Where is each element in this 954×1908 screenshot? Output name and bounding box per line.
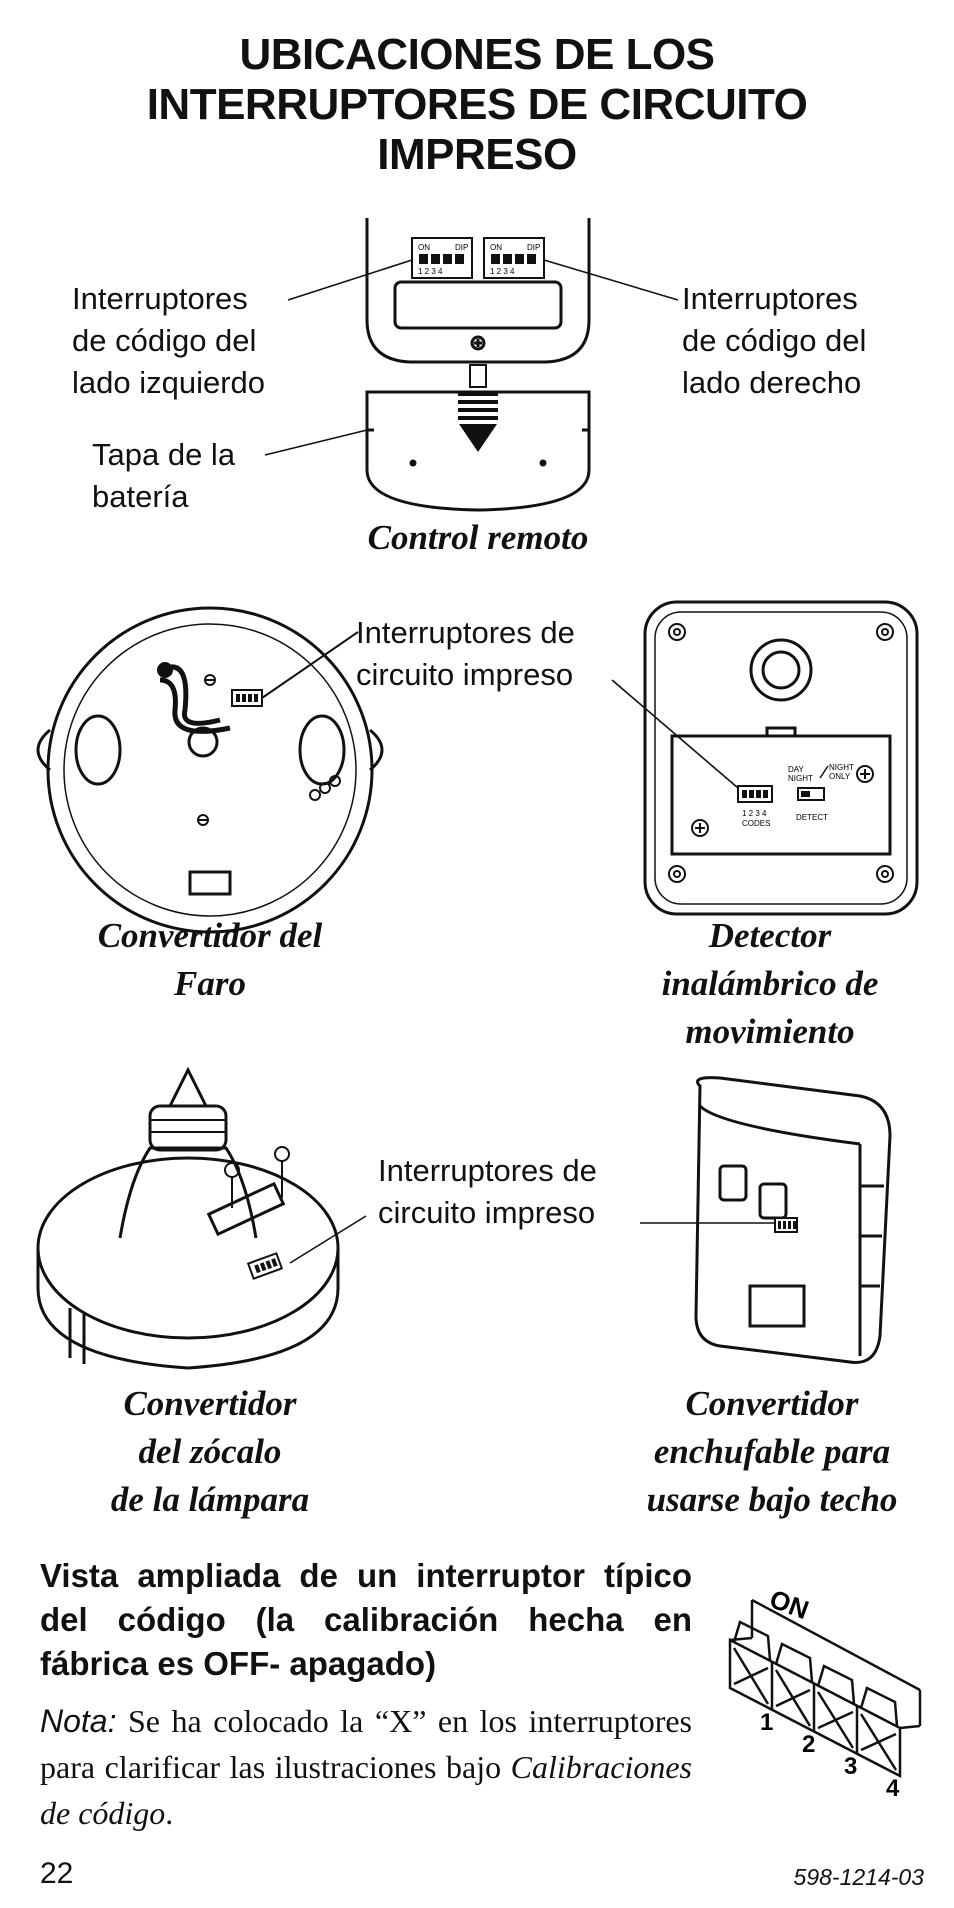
closeup-heading: Vista ampliada de un interruptor típico …: [40, 1557, 692, 1682]
switch-number-3: 3: [844, 1753, 857, 1780]
remote-right-dip-switch: ON DIP 1 2 3 4: [483, 237, 545, 279]
remote-left-dip-switch: ON DIP 1 2 3 4: [411, 237, 473, 279]
svg-text:DIP: DIP: [527, 243, 540, 252]
slide-down-arrow-icon: [458, 364, 498, 452]
document-number: 598-1214-03: [793, 1864, 924, 1890]
faro-switches-callout: Interruptores de circuito impreso: [356, 615, 575, 692]
faro-dip-switch: [231, 689, 263, 707]
lamp-socket-converter-illustration: [36, 1066, 367, 1370]
switch-number-1: 1: [760, 1709, 773, 1736]
note-lead: Nota:: [40, 1703, 117, 1739]
svg-text:ON: ON: [490, 243, 502, 252]
faro-converter-caption: Convertidor del Faro: [97, 916, 323, 1003]
remote-control-caption: Control remoto: [367, 518, 589, 557]
detect-slide-switch: DETECT: [796, 787, 828, 822]
lamp-dip-switch: [246, 1252, 284, 1280]
note-text: Se ha colocado la “X” en los interruptor…: [40, 1703, 692, 1785]
closeup-on-label: ON: [766, 1584, 813, 1626]
closeup-dip-switch-diagram: ON 1 2 3 4: [728, 1584, 922, 1802]
svg-text:CODES: CODES: [742, 819, 770, 828]
left-code-switches-label: Interruptores de código del lado izquier…: [72, 281, 266, 400]
svg-text:1 2 3 4: 1 2 3 4: [418, 267, 443, 276]
note-italic-reference: Calibraciones de código: [40, 1749, 692, 1831]
svg-text:ON: ON: [418, 243, 430, 252]
svg-text:1 2 3 4: 1 2 3 4: [490, 267, 515, 276]
svg-text:DETECT: DETECT: [796, 813, 828, 822]
detector-dip-switch: 1 2 3 4 CODES: [737, 785, 773, 828]
note-end: .: [165, 1795, 174, 1831]
switch-number-4: 4: [886, 1775, 900, 1802]
svg-text:DIP: DIP: [455, 243, 468, 252]
plugin-dip-switch: [774, 1217, 798, 1233]
faro-converter-illustration: [36, 606, 384, 934]
right-code-switches-label: Interruptores de código del lado derecho: [682, 281, 867, 400]
plugin-converter-caption: Convertidor enchufable para usarse bajo …: [646, 1384, 898, 1519]
motion-detector-caption: Detector inalámbrico de movimiento: [661, 916, 879, 1051]
page-number: 22: [40, 1857, 74, 1890]
closeup-note: Nota: Se ha colocado la “X” en los inter…: [40, 1698, 692, 1836]
plugin-converter-illustration: [640, 1076, 892, 1364]
lamp-switches-callout: Interruptores de circuito impreso: [378, 1153, 597, 1230]
battery-cover-label: Tapa de la batería: [92, 437, 236, 514]
switch-number-2: 2: [802, 1731, 815, 1758]
remote-control-illustration: ON DIP 1 2 3 4 ON DIP 1 2 3 4: [264, 218, 679, 512]
lamp-socket-converter-caption: Convertidor del zócalo de la lámpara: [110, 1384, 310, 1519]
page-title: UBICACIONES DE LOS INTERRUPTORES DE CIRC…: [146, 30, 808, 179]
svg-text:1 2 3 4: 1 2 3 4: [742, 809, 767, 818]
